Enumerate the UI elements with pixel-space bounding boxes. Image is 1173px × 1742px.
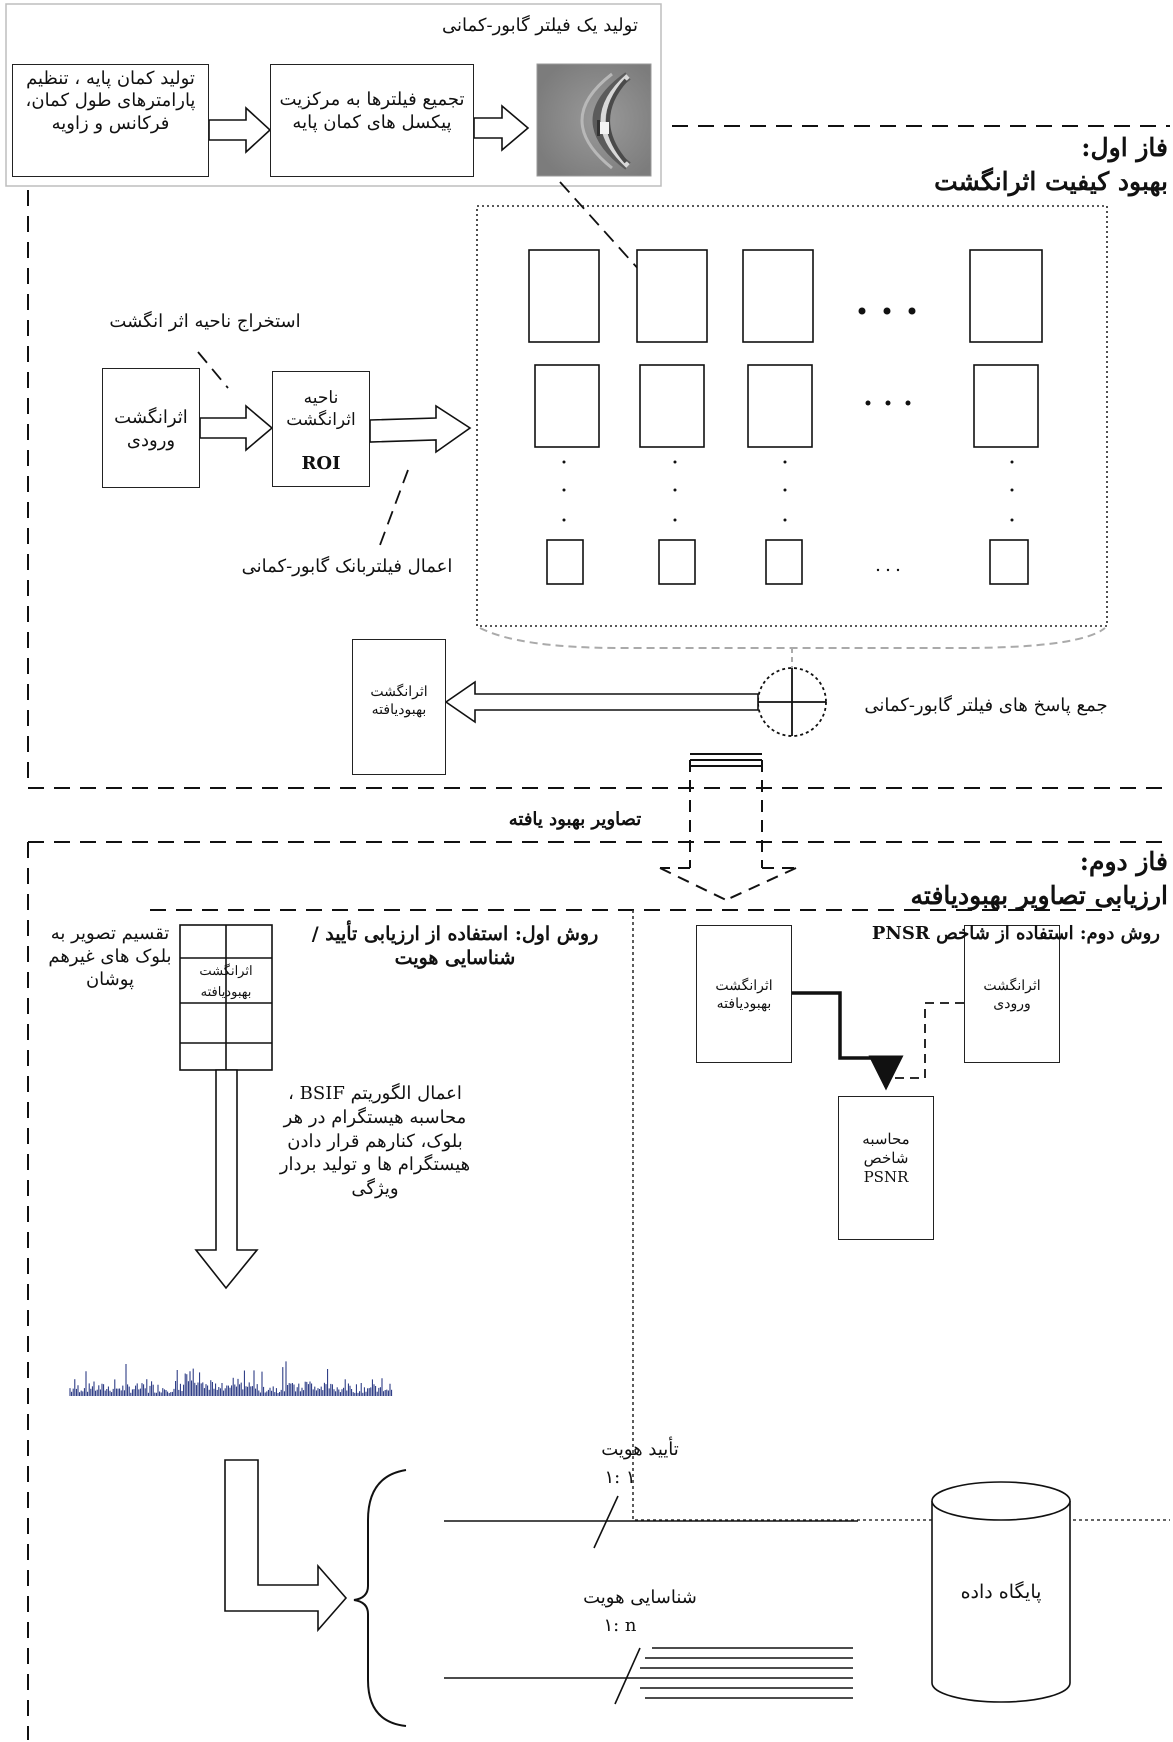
hollow-arrow xyxy=(369,404,472,454)
input-fingerprint-box xyxy=(102,368,200,488)
aggregate-filters-text: تجمیع فیلترها به مرکزیت پیکسل های کمان پ… xyxy=(279,89,465,134)
verification-ratio: ۱: ۱ xyxy=(604,1467,636,1488)
filter-cell xyxy=(546,539,584,585)
transfer-label: تصاویر بهبود یافته xyxy=(508,809,642,830)
filter-cell xyxy=(658,539,696,585)
create-base-arc-text: تولید کمان پایه ، تنظیم پارامترهای طول ک… xyxy=(25,68,196,134)
flow-enhanced-to-psnr xyxy=(792,991,904,1091)
filter-cell xyxy=(639,364,705,448)
psnr-box xyxy=(838,1096,934,1240)
filter-bank xyxy=(476,205,1108,627)
filter-cell xyxy=(989,539,1029,585)
m2-enhanced-box xyxy=(696,925,792,1063)
phase1-title-line2: بهبود کیفیت اثرانگشت xyxy=(934,167,1168,196)
m2-enhanced-text: اثرانگشت بهبودیافته xyxy=(715,978,773,1012)
m2-input-text: اثرانگشت ورودی xyxy=(983,978,1041,1012)
filter-cell xyxy=(747,364,813,448)
filter-cell xyxy=(742,249,814,343)
hollow-arrow xyxy=(444,680,759,724)
enhanced-fingerprint-text: اثرانگشت بهبودیافته xyxy=(370,684,428,718)
flow-input-to-psnr xyxy=(894,1002,964,1079)
method2-title: روش دوم: استفاده از شاخص PNSR xyxy=(871,923,1160,944)
filter-cell xyxy=(636,249,708,343)
hollow-arrow xyxy=(224,1459,348,1633)
roi-label: ROI xyxy=(301,453,341,474)
hollow-arrow xyxy=(194,1069,259,1290)
identification-ratio: ۱: n xyxy=(603,1615,637,1636)
identification-label: شناسایی هویت xyxy=(583,1587,697,1608)
verification-label: تأیید هویت xyxy=(601,1439,679,1460)
divide-label: تقسیم تصویر به بلوک های غیرهم پوشان xyxy=(48,923,172,991)
phase2-frame xyxy=(27,841,1170,1740)
database-cylinder xyxy=(931,1481,1071,1703)
input-fingerprint-text: اثرانگشت ورودی xyxy=(114,407,188,452)
bsif-label: اعمال الگوریتم BSIF ، محاسبه هیستگرام در… xyxy=(279,1083,471,1199)
filter-cell xyxy=(534,364,600,448)
phase1-frame xyxy=(27,125,1170,789)
sum-node xyxy=(757,667,827,737)
enhanced-fingerprint-box xyxy=(352,639,446,775)
identification-lines xyxy=(444,1647,853,1705)
sum-label: جمع پاسخ های فیلتر گابور-کمانی xyxy=(864,695,1108,716)
filter-cell xyxy=(969,249,1043,343)
hollow-arrow xyxy=(208,106,272,154)
phase1-title-line1: فاز اول: xyxy=(1081,133,1168,162)
grid-overlay-text: اثرانگشت بهبودیافته xyxy=(199,964,253,1000)
extract-label: استخراج ناحیه اثر انگشت xyxy=(109,311,301,332)
filter-cell xyxy=(765,539,803,585)
hollow-arrow xyxy=(473,104,530,152)
bracket xyxy=(353,1469,407,1727)
ellipsis-dots xyxy=(562,307,1014,572)
aggregate-filters-box xyxy=(270,64,474,177)
filter-cell xyxy=(973,364,1039,448)
method1-title: روش اول: استفاده از ارزیابی تأیید / شناس… xyxy=(311,923,599,970)
gabor-filter-image xyxy=(536,63,652,177)
database-label: پایگاه داده xyxy=(960,1581,1042,1603)
bank-summary-curve xyxy=(479,627,1106,649)
m2-input-box xyxy=(964,925,1060,1063)
transfer-arrow-head xyxy=(690,753,762,767)
roi-text: ناحیه اثرانگشت xyxy=(286,388,356,430)
hollow-arrow xyxy=(199,404,274,452)
apply-filterbank-label: اعمال فیلتربانک گابور-کمانی xyxy=(241,556,453,577)
phase2-title-line2: ارزیابی تصاویر بهبودیافته xyxy=(910,881,1169,910)
phase2-title-line1: فاز دوم: xyxy=(1079,847,1168,876)
feature-histogram xyxy=(69,1361,393,1396)
gabor-panel-title: تولید یک فیلتر گابور-کمانی xyxy=(442,15,638,36)
create-base-arc-box xyxy=(12,64,209,177)
roi-box xyxy=(272,371,370,487)
transfer-arrow xyxy=(659,760,797,901)
psnr-text: محاسبه شاخص PSNR xyxy=(862,1130,910,1187)
filter-cell xyxy=(528,249,600,343)
